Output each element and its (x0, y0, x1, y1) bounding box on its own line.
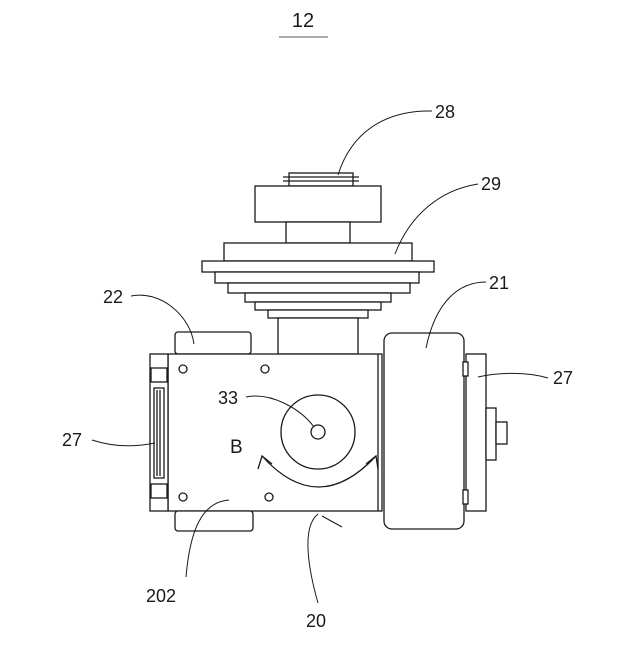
top-knob (255, 173, 381, 243)
leader-20 (308, 514, 318, 603)
top-pad (175, 332, 251, 354)
right-roller (384, 333, 464, 529)
screw (265, 493, 273, 501)
label-20: 20 (306, 611, 326, 631)
label-22: 22 (103, 287, 123, 307)
left-side-plate (150, 354, 168, 511)
label-33: 33 (218, 388, 238, 408)
label-27-right: 27 (553, 368, 573, 388)
label-21: 21 (489, 273, 509, 293)
neck (278, 318, 358, 354)
leader-27-right (478, 373, 548, 378)
main-body (168, 354, 382, 511)
right-side-plate (463, 354, 507, 511)
screw (261, 365, 269, 373)
screw (179, 365, 187, 373)
label-202: 202 (146, 586, 176, 606)
flange (202, 243, 434, 318)
label-27-left: 27 (62, 430, 82, 450)
label-B: B (230, 437, 243, 458)
bottom-pad (175, 511, 253, 531)
leader-27-left (92, 440, 155, 446)
screw (179, 493, 187, 501)
disc-center (311, 425, 325, 439)
label-29: 29 (481, 174, 501, 194)
figure-number: 12 (292, 10, 314, 32)
leader-20-tick (322, 516, 342, 527)
label-28: 28 (435, 102, 455, 122)
leader-28 (338, 111, 432, 175)
